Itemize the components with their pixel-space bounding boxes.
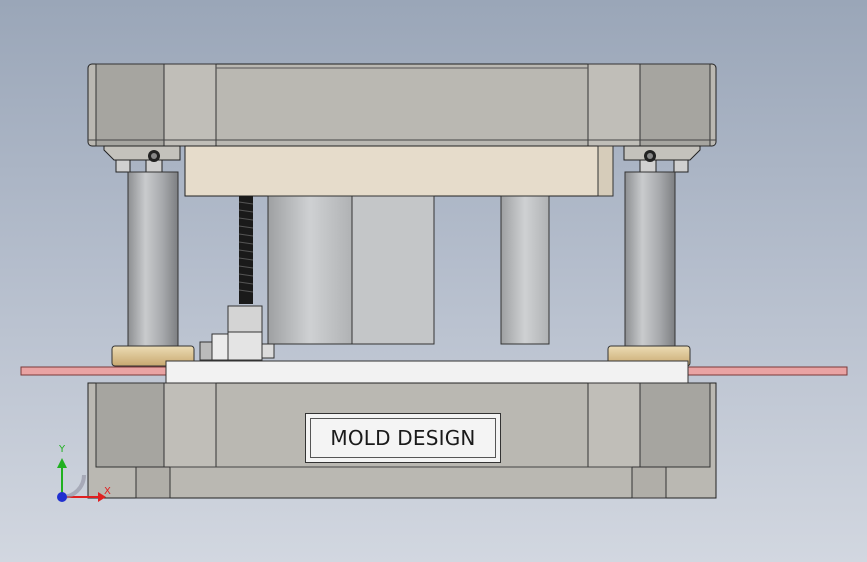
pilot-punch [500,195,550,345]
right-guide-pillar [624,171,676,351]
y-axis-label: Y [59,444,66,455]
x-axis-label: X [104,486,111,497]
right-clamp-bracket [623,145,701,173]
stopper-block [199,305,275,361]
punch-block [267,195,435,345]
nameplate-text: MOLD DESIGN [310,418,496,458]
axis-triad [57,458,106,502]
lower-die-plate [87,382,717,499]
threaded-rod [238,196,254,304]
backing-plate [184,145,614,197]
upper-die-plate [87,63,717,147]
mold-nameplate: MOLD DESIGN [305,413,501,463]
left-guide-pillar [127,171,179,351]
left-clamp-bracket [103,145,181,173]
die-plate [165,360,689,384]
